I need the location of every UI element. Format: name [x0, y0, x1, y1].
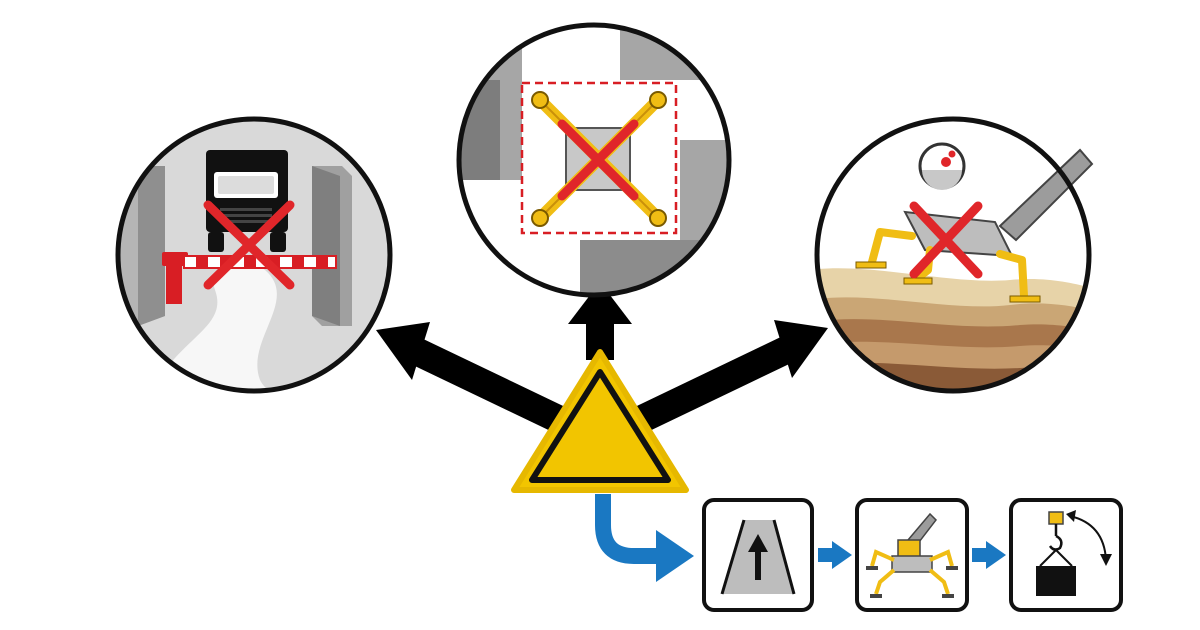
wall-block	[620, 25, 729, 80]
panel-restricted-outrigger-area	[456, 22, 732, 298]
panel-narrow-access	[115, 116, 393, 394]
crane-outriggers-icon	[866, 512, 958, 598]
arrow-to-right-panel	[633, 320, 828, 433]
procedure-step-outriggers	[855, 498, 969, 612]
step-arrow	[972, 541, 1006, 569]
procedure-step-hook-load	[1009, 498, 1123, 612]
arrow-to-left-panel	[376, 322, 567, 433]
hook-load-icon	[1036, 510, 1112, 596]
procedure-step-road	[702, 498, 814, 612]
forbidden-x-icon	[557, 119, 639, 201]
panel-unstable-ground	[814, 116, 1094, 394]
truck-icon	[206, 150, 288, 252]
warning-triangle-icon	[511, 349, 689, 493]
wall-icon	[118, 166, 352, 326]
level-indicator-icon	[918, 142, 966, 190]
wall-block	[680, 140, 729, 295]
step-arrow	[818, 541, 852, 569]
winding-road-icon	[150, 261, 320, 391]
panel-border	[814, 116, 1092, 394]
flow-arrow-blue	[595, 494, 694, 582]
panel-border	[115, 116, 393, 394]
road-arrow-icon	[720, 519, 796, 595]
panel-border	[456, 22, 732, 298]
forbidden-x-icon	[909, 201, 983, 279]
soil-layers-icon	[817, 268, 1089, 391]
forbidden-x-icon	[203, 200, 295, 290]
